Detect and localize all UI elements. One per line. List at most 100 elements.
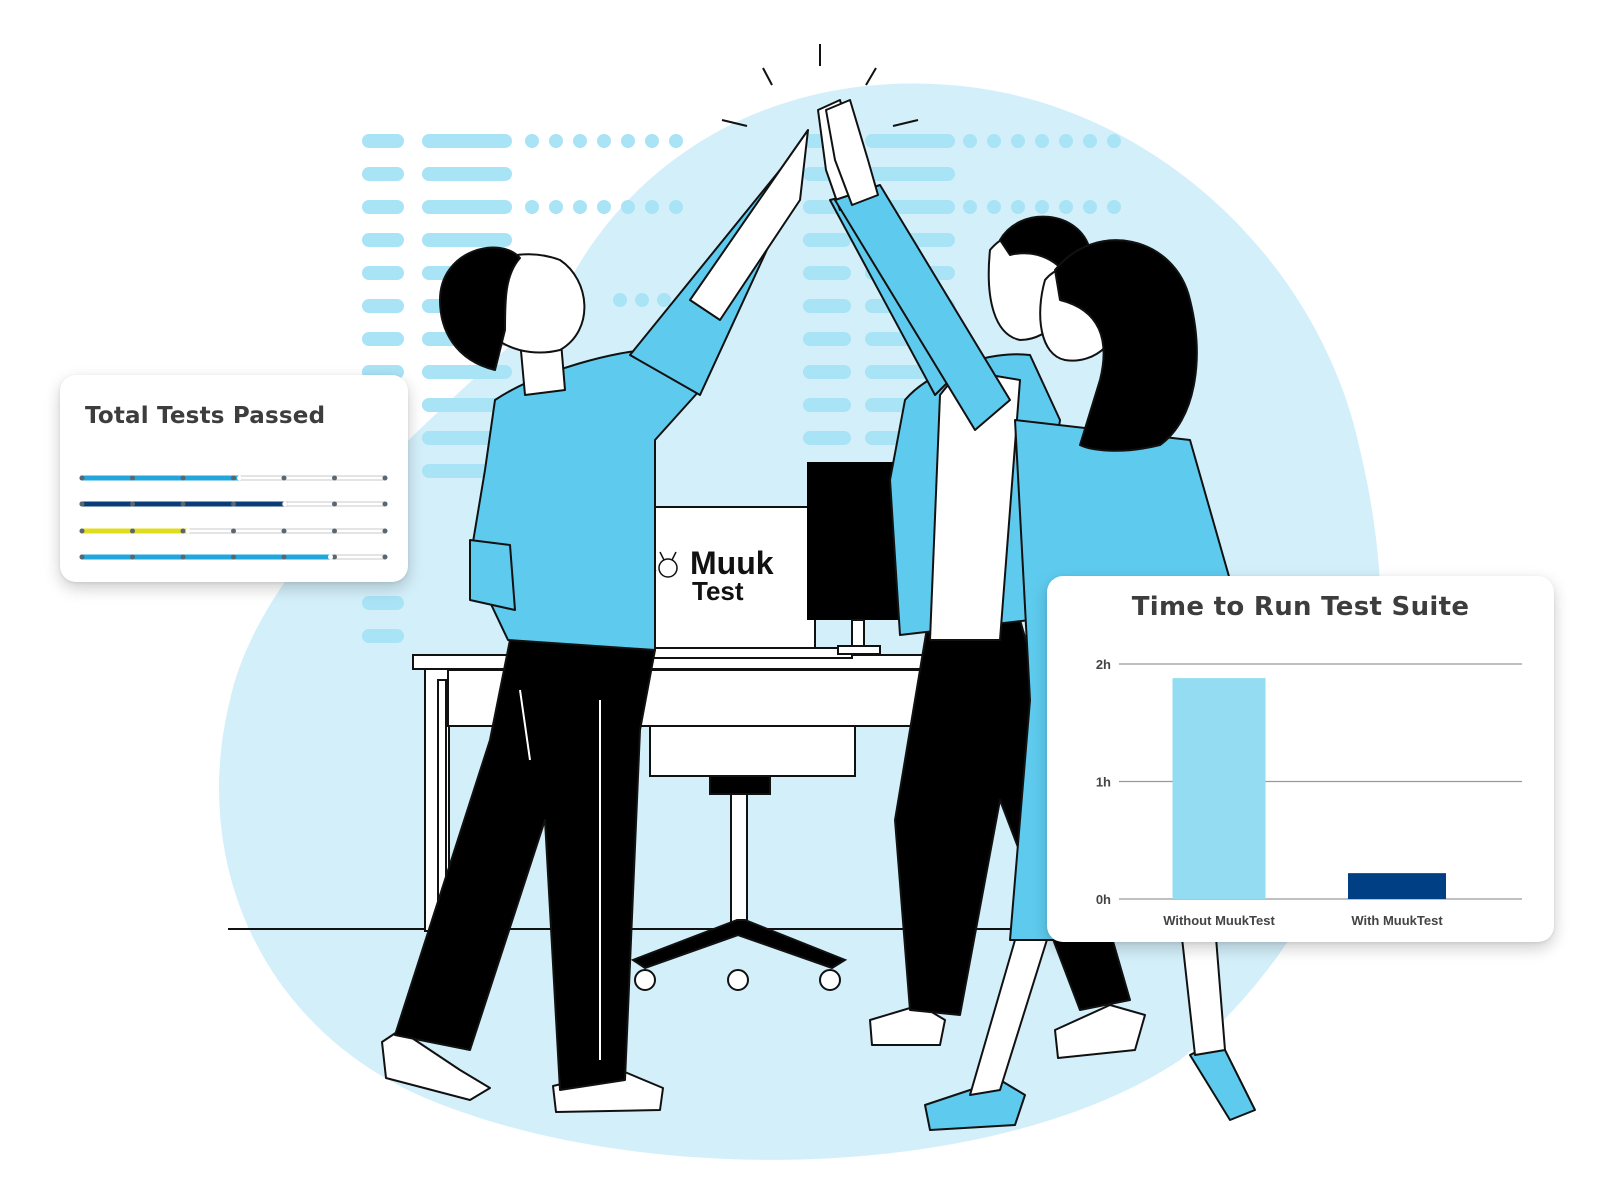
deco-dot <box>525 134 539 148</box>
deco-dot <box>1107 134 1121 148</box>
deco-stripe <box>362 200 404 214</box>
y-tick-label: 0h <box>1096 892 1111 907</box>
deco-dot <box>669 134 683 148</box>
deco-stripe <box>422 365 512 379</box>
progress-tick <box>332 528 337 534</box>
progress-tick <box>281 528 287 534</box>
progress-tick <box>130 528 135 534</box>
deco-stripe <box>362 629 404 643</box>
progress-tick <box>79 501 85 507</box>
deco-dot <box>621 200 635 214</box>
progress-tick <box>332 554 337 560</box>
y-tick-label: 2h <box>1096 657 1111 672</box>
deco-stripe <box>865 167 955 181</box>
deco-dot <box>1011 134 1025 148</box>
progress-knob <box>282 501 288 507</box>
x-category-label: With MuukTest <box>1351 913 1443 928</box>
progress-knob <box>327 554 333 560</box>
deco-stripe <box>803 398 851 412</box>
progress-knob <box>237 475 243 481</box>
progress-tick <box>231 528 236 534</box>
deco-dot <box>1035 200 1049 214</box>
progress-tick <box>281 554 287 560</box>
y-tick-label: 1h <box>1096 775 1111 790</box>
deco-dot <box>645 200 659 214</box>
office-chair <box>630 775 848 991</box>
person-left-man <box>381 129 809 1113</box>
deco-dot <box>1083 134 1097 148</box>
deco-dot <box>549 134 563 148</box>
deco-stripe <box>422 233 512 247</box>
monitor <box>807 462 902 655</box>
deco-dot <box>613 293 627 307</box>
progress-tick <box>281 475 287 481</box>
deco-dot <box>1011 200 1025 214</box>
bar <box>1172 678 1266 899</box>
tests-progress-bars <box>79 475 388 560</box>
deco-dot <box>635 293 649 307</box>
high-five-sparks <box>721 44 919 127</box>
x-category-label: Without MuukTest <box>1163 913 1275 928</box>
progress-tick <box>79 475 85 481</box>
progress-tick <box>130 501 135 507</box>
deco-dot <box>1107 200 1121 214</box>
progress-tick <box>180 501 186 507</box>
laptop: Muuk Test <box>619 506 853 659</box>
progress-tick <box>79 528 85 534</box>
deco-stripe <box>362 134 404 148</box>
deco-stripe <box>422 134 512 148</box>
deco-dot <box>549 200 563 214</box>
deco-stripe <box>803 365 851 379</box>
deco-dot <box>1083 200 1097 214</box>
deco-stripe <box>865 134 955 148</box>
deco-stripe <box>803 266 851 280</box>
deco-dot <box>987 134 1001 148</box>
deco-stripe <box>422 167 512 181</box>
deco-dot <box>573 200 587 214</box>
deco-dot <box>657 293 671 307</box>
progress-tick <box>231 554 236 560</box>
progress-tick <box>332 501 337 507</box>
deco-dot <box>987 200 1001 214</box>
deco-stripe <box>803 233 851 247</box>
progress-tick <box>382 528 388 534</box>
progress-tick <box>180 528 186 534</box>
time-to-run-title: Time to Run Test Suite <box>1131 592 1470 622</box>
deco-stripe <box>803 431 851 445</box>
deco-stripe <box>362 299 404 313</box>
deco-dot <box>597 134 611 148</box>
progress-tick <box>231 475 236 481</box>
total-tests-passed-card: Total Tests Passed <box>60 375 408 582</box>
deco-dot <box>1059 134 1073 148</box>
deco-dot <box>621 134 635 148</box>
deco-dot <box>669 200 683 214</box>
progress-tick <box>130 475 135 481</box>
deco-stripe <box>803 299 851 313</box>
deco-stripe <box>422 200 512 214</box>
deco-stripe <box>362 332 404 346</box>
progress-tick <box>180 475 186 481</box>
bar <box>1348 873 1446 899</box>
progress-tick <box>79 554 85 560</box>
deco-stripe <box>422 398 512 412</box>
laptop-logo-test: Test <box>692 576 744 606</box>
progress-tick <box>332 475 337 481</box>
deco-dot <box>963 134 977 148</box>
progress-tick <box>382 501 388 507</box>
deco-stripe <box>362 596 404 610</box>
deco-stripe <box>362 233 404 247</box>
progress-knob <box>185 528 191 534</box>
deco-stripe <box>362 167 404 181</box>
progress-tick <box>130 554 135 560</box>
deco-dot <box>645 134 659 148</box>
laptop-logo-muuk: Muuk <box>690 545 774 581</box>
deco-dot <box>597 200 611 214</box>
deco-dot <box>525 200 539 214</box>
deco-dot <box>963 200 977 214</box>
progress-tick <box>180 554 186 560</box>
progress-tick <box>382 475 388 481</box>
progress-tick <box>231 501 236 507</box>
deco-dot <box>1059 200 1073 214</box>
